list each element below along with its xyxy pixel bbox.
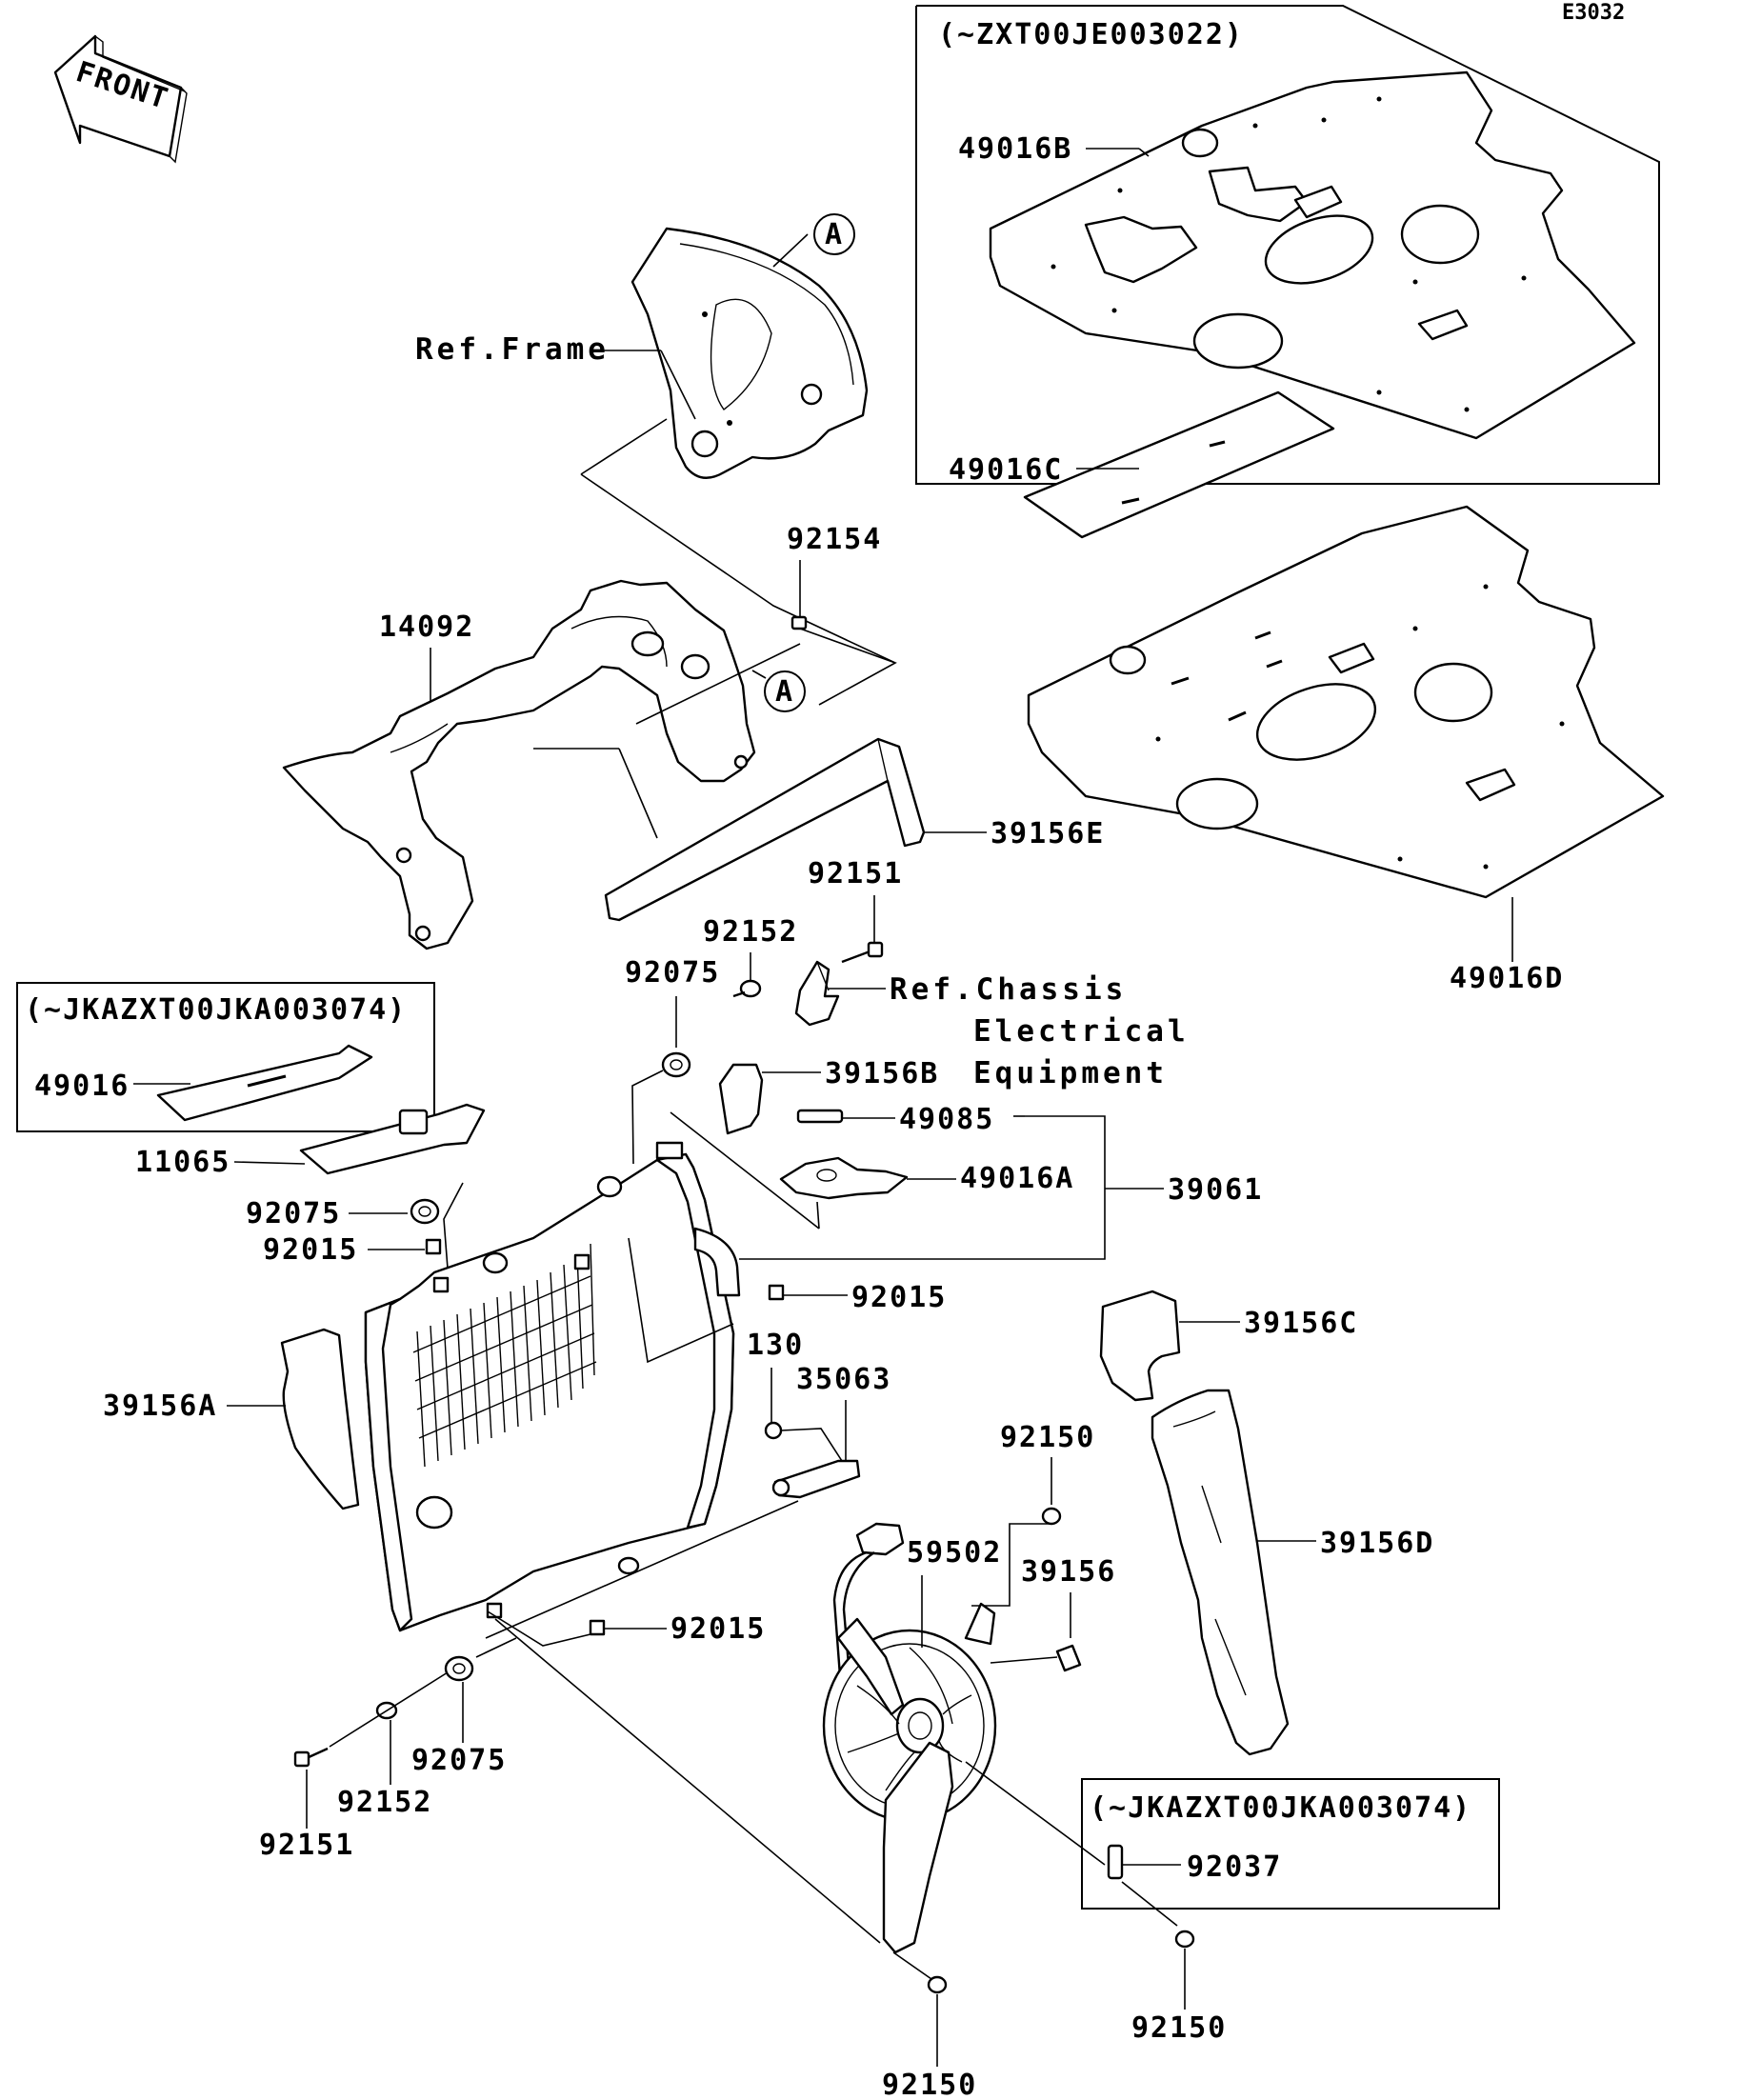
label-39156e: 39156E — [991, 817, 1105, 850]
clip-92015-left-icon — [425, 1238, 442, 1255]
ref-chassis-line3: Equipment — [973, 1056, 1168, 1090]
label-49016a: 49016A — [960, 1162, 1074, 1195]
label-92075-top: 92075 — [625, 956, 720, 990]
clamp-92037-icon — [1107, 1844, 1124, 1880]
cap-49085-icon — [796, 1109, 844, 1124]
grommet-92075-bottom-icon — [444, 1655, 474, 1682]
seal-39156 — [1055, 1644, 1082, 1672]
plate-11065 — [299, 1103, 486, 1175]
label-92152-bottom: 92152 — [337, 1786, 432, 1819]
label-92037: 92037 — [1187, 1850, 1282, 1884]
label-39061: 39061 — [1168, 1173, 1263, 1207]
label-39156c: 39156C — [1244, 1307, 1358, 1340]
label-92075-bottom: 92075 — [411, 1744, 507, 1777]
serial-box-top: (~ZXT00JE003022) — [915, 5, 1660, 485]
diagram-code: E3032 — [1562, 1, 1625, 25]
plate-49016 — [156, 1044, 373, 1122]
seal-39156b — [718, 1063, 764, 1135]
panel-49016b — [989, 70, 1636, 440]
front-arrow-icon: FRONT — [53, 34, 188, 164]
label-11065: 11065 — [135, 1146, 230, 1179]
bolt-92154-icon — [790, 615, 808, 630]
seal-39156c — [1099, 1290, 1181, 1402]
label-92150-a: 92150 — [1000, 1421, 1095, 1454]
bracket-35063 — [771, 1459, 861, 1499]
nut-92150-c-icon — [927, 1975, 948, 1994]
label-39156d: 39156D — [1320, 1527, 1434, 1560]
label-39156a: 39156A — [103, 1390, 217, 1423]
label-14092: 14092 — [379, 610, 474, 644]
serial-box-bottom — [1081, 1778, 1500, 1910]
callout-a-top — [813, 213, 855, 255]
serial-box-top-label: (~ZXT00JE003022) — [938, 18, 1244, 51]
ref-frame-label: Ref.Frame — [415, 332, 610, 367]
seal-39156e — [604, 737, 926, 922]
radiator-39061 — [364, 1141, 741, 1632]
label-59502: 59502 — [907, 1536, 1002, 1570]
grommet-92075-left-icon — [410, 1198, 440, 1225]
callout-a-mid-label: A — [775, 675, 794, 709]
fan-59502 — [822, 1522, 997, 1954]
serial-box-bottom-label: (~JKAZXT00JKA003074) — [1090, 1791, 1471, 1825]
frame-reference — [630, 227, 869, 479]
label-92151-top: 92151 — [808, 857, 903, 890]
label-92075-left: 92075 — [246, 1197, 341, 1230]
plate-49016a — [779, 1156, 909, 1200]
label-92015-mid: 92015 — [851, 1281, 947, 1314]
bolt-130-icon — [764, 1421, 783, 1440]
label-49016b: 49016B — [958, 132, 1072, 166]
label-92154: 92154 — [787, 523, 882, 556]
nut-92150-b-icon — [1174, 1930, 1195, 1949]
label-49016: 49016 — [34, 1070, 130, 1103]
nut-92150-a-icon — [1041, 1507, 1062, 1526]
label-92015-left: 92015 — [263, 1233, 358, 1267]
label-92150-b: 92150 — [1131, 2011, 1227, 2045]
seal-39156d — [1151, 1389, 1290, 1756]
callout-a-top-label: A — [825, 218, 844, 251]
bracket-ref-chassis — [794, 960, 840, 1027]
inner-cover-14092 — [282, 579, 756, 950]
bolt-92151-top-icon — [841, 941, 884, 964]
label-92151-bottom: 92151 — [259, 1829, 354, 1862]
serial-box-left — [16, 982, 435, 1132]
label-35063: 35063 — [796, 1363, 891, 1396]
label-49016d: 49016D — [1450, 962, 1564, 995]
label-92152-top: 92152 — [703, 915, 798, 949]
label-130: 130 — [747, 1329, 804, 1362]
strip-49016c — [1023, 390, 1335, 539]
callout-a-mid — [764, 670, 806, 712]
label-49016c: 49016C — [949, 453, 1063, 487]
serial-box-left-label: (~JKAZXT00JKA003074) — [25, 993, 407, 1027]
label-92015-bottom: 92015 — [670, 1612, 766, 1646]
seal-39156a — [280, 1328, 360, 1510]
ref-chassis-line2: Electrical — [973, 1014, 1190, 1049]
label-49085: 49085 — [899, 1103, 994, 1136]
label-92150-c: 92150 — [882, 2069, 977, 2100]
label-39156: 39156 — [1021, 1555, 1116, 1589]
collar-92152-top-icon — [732, 979, 762, 998]
ref-chassis-line1: Ref.Chassis — [890, 972, 1127, 1007]
clip-92015-mid-icon — [768, 1284, 785, 1301]
clip-92015-bottom-icon — [589, 1619, 606, 1636]
bolt-92151-bottom-icon — [293, 1747, 329, 1768]
grommet-92075-top-icon — [661, 1051, 691, 1078]
label-39156b: 39156B — [825, 1057, 939, 1090]
panel-49016d — [1027, 505, 1665, 899]
